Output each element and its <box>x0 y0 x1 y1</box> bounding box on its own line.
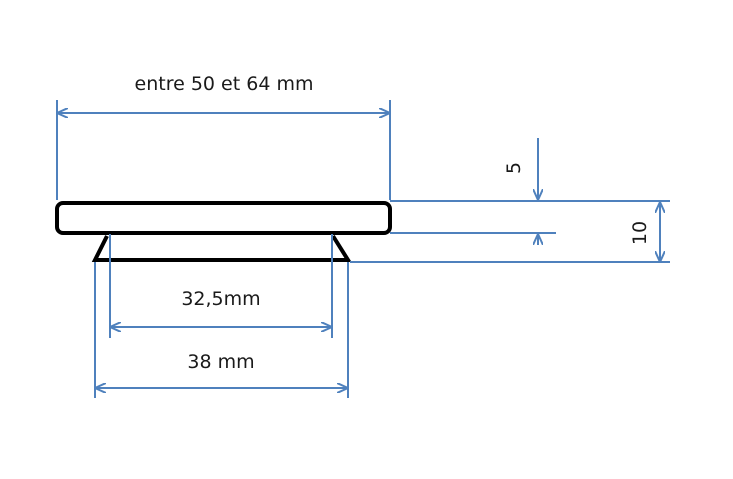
dimension-outer-width: 38 mm <box>94 262 349 398</box>
part-outline <box>55 201 392 262</box>
label-outer-width: 38 mm <box>187 351 254 373</box>
top-plate <box>55 201 392 235</box>
dimension-top-width: entre 50 et 64 mm <box>56 73 391 200</box>
label-inner-width: 32,5mm <box>181 288 260 310</box>
dimension-plate-thickness: 5 <box>390 138 670 245</box>
dimension-total-height: 10 <box>350 202 670 263</box>
label-plate-thickness: 5 <box>503 162 525 174</box>
label-top-width: entre 50 et 64 mm <box>135 73 314 95</box>
dimension-inner-width: 32,5mm <box>109 234 333 338</box>
base-boss <box>91 234 352 262</box>
label-total-height: 10 <box>629 221 651 245</box>
